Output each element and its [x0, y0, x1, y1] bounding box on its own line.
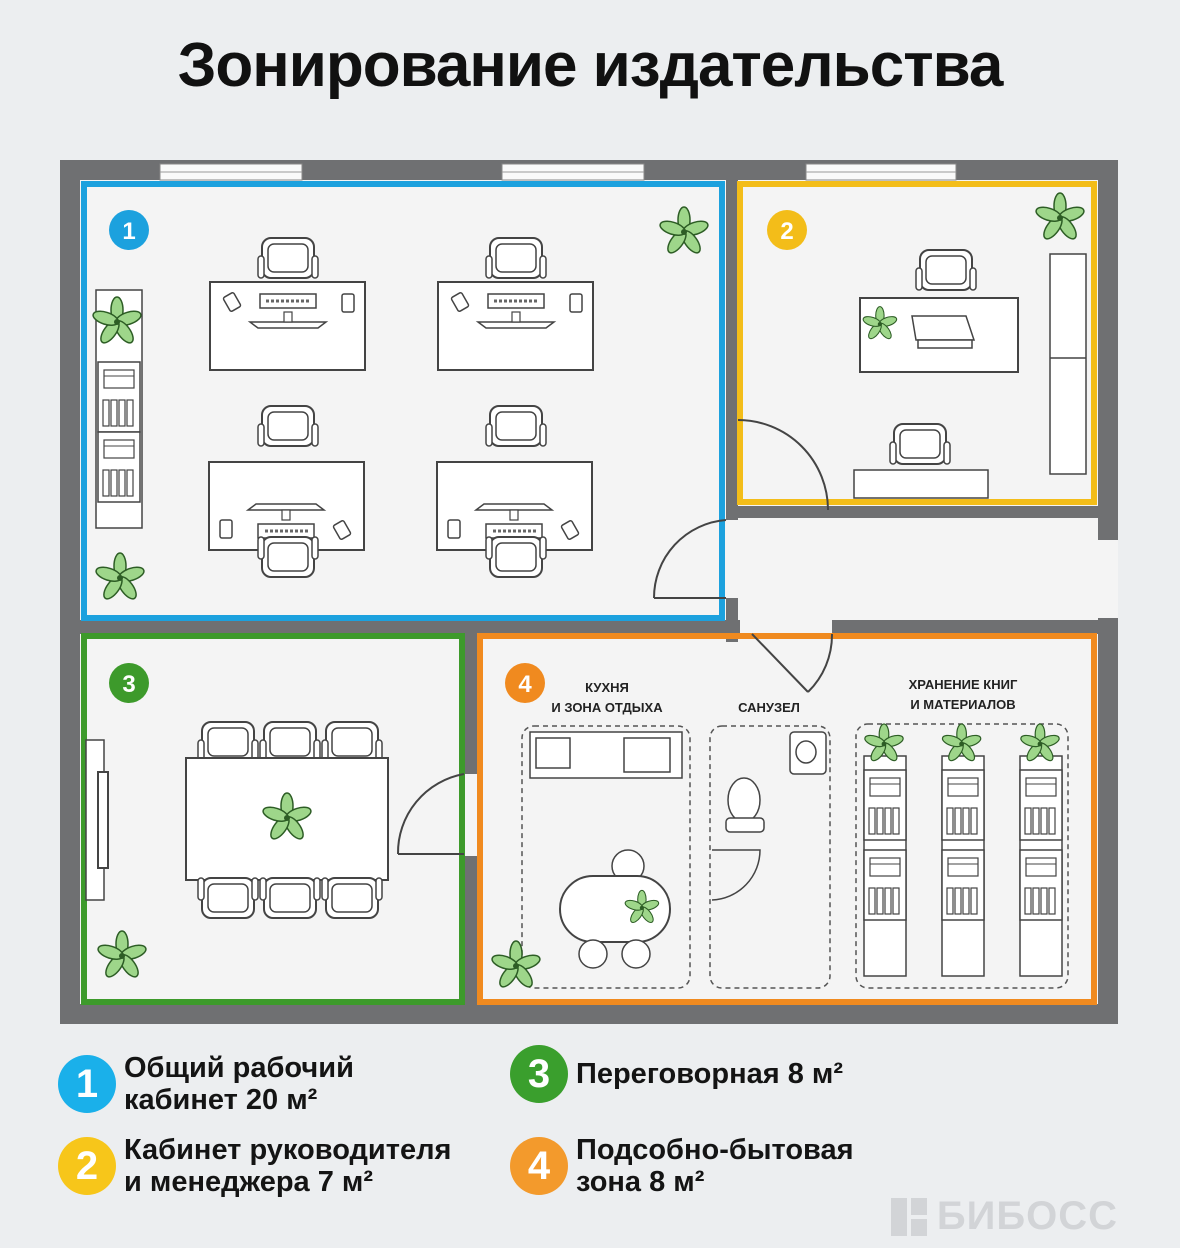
kitchen-label-line1: КУХНЯ — [585, 680, 629, 695]
storage-label-line2: И МАТЕРИАЛОВ — [910, 697, 1015, 712]
zone-4-border — [477, 633, 1097, 1005]
zone-1-number: 1 — [122, 218, 135, 245]
inner-walls — [80, 180, 1098, 1004]
zone-3-border — [81, 633, 465, 1005]
legend-badge-4: 4 — [510, 1137, 568, 1195]
zone-1-border — [81, 181, 725, 621]
legend-item-1: 1 Общий рабочий кабинет 20 м² — [58, 1052, 354, 1116]
zone-badges: 1 2 3 4 — [109, 210, 807, 703]
zone-3-furniture — [85, 721, 389, 981]
legend-item-4: 4 Подсобно-бытовая зона 8 м² — [510, 1134, 854, 1198]
brand-name: БИБОСС — [936, 1194, 1118, 1238]
doors — [396, 419, 834, 855]
zone-2-number: 2 — [780, 218, 793, 245]
zone-2-furniture — [853, 192, 1087, 499]
zone-1-furniture — [90, 206, 711, 603]
brand-logo: БИБОСС — [890, 1194, 1118, 1239]
storage-label-line1: ХРАНЕНИЕ КНИГ — [909, 677, 1018, 692]
page-title: Зонирование издательства — [177, 31, 1004, 100]
zone-4-furniture — [489, 723, 1069, 991]
legend-text-2: Кабинет руководителя и менеджера 7 м² — [124, 1134, 452, 1198]
kitchen-label-line2: И ЗОНА ОТДЫХА — [551, 700, 663, 715]
wc-label: САНУЗЕЛ — [738, 700, 800, 715]
zone-2-border — [737, 181, 1097, 505]
floor-plan: 1 2 3 4 КУХНЯ И ЗОНА ОТДЫХА САНУЗЕЛ ХРАН… — [60, 160, 1118, 1024]
legend-item-3: 3 Переговорная 8 м² — [510, 1045, 843, 1103]
zone-3-number: 3 — [122, 671, 135, 698]
legend-badge-1: 1 — [58, 1055, 116, 1113]
windows — [159, 163, 957, 181]
legend-text-1: Общий рабочий кабинет 20 м² — [124, 1052, 354, 1116]
zone-4-number: 4 — [518, 671, 532, 698]
legend-item-2: 2 Кабинет руководителя и менеджера 7 м² — [58, 1134, 451, 1198]
legend-text-3: Переговорная 8 м² — [576, 1058, 844, 1090]
legend-text-4: Подсобно-бытовая зона 8 м² — [576, 1134, 854, 1198]
brand-mark-icon — [890, 1197, 927, 1236]
legend-badge-2: 2 — [58, 1137, 116, 1195]
legend-badge-3: 3 — [510, 1045, 568, 1103]
